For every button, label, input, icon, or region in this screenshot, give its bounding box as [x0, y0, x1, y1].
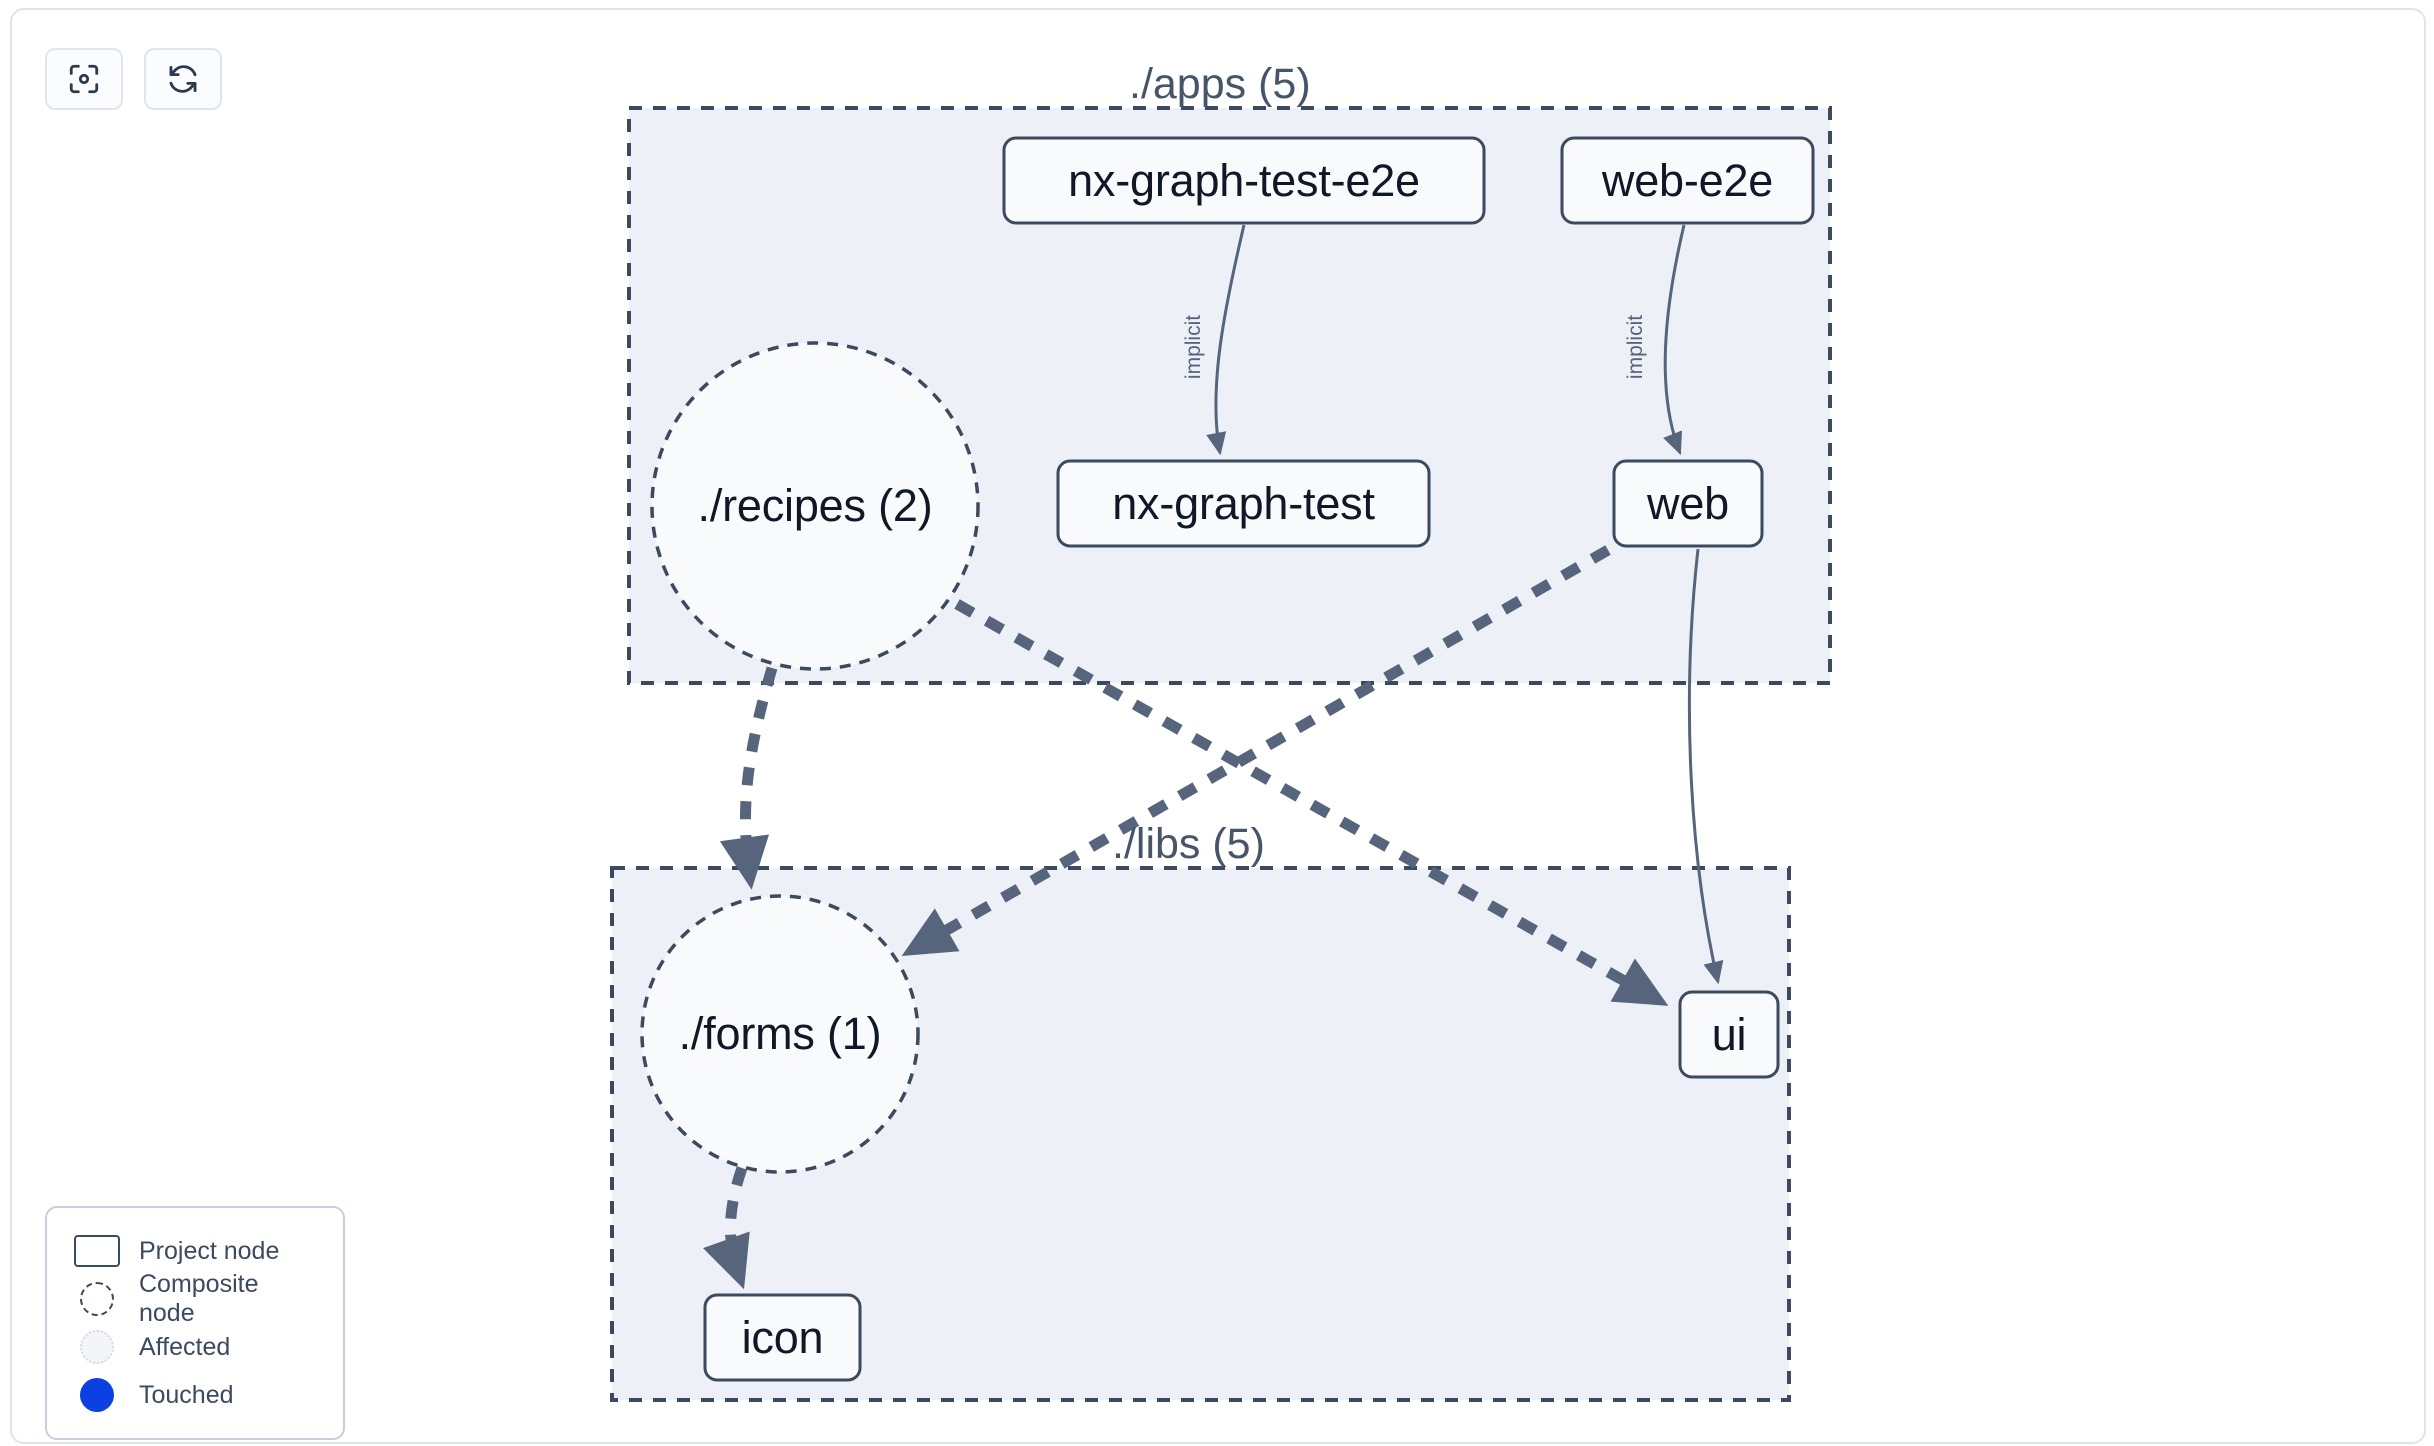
node-nx-graph-test[interactable]: [1056, 459, 1431, 548]
legend-item-affected: Affected: [69, 1323, 321, 1371]
edge-forms-to-icon[interactable]: [703, 1166, 750, 1290]
node-icon[interactable]: [703, 1293, 862, 1382]
focus-graph-button[interactable]: [45, 48, 123, 110]
project-node-icon: [69, 1235, 125, 1267]
edge-web-to-ui[interactable]: [1687, 548, 1724, 985]
legend-item-touched: Touched: [69, 1371, 321, 1419]
touched-node-icon: [69, 1378, 125, 1412]
legend-item-project-node: Project node: [69, 1227, 321, 1275]
legend-label-affected: Affected: [139, 1332, 231, 1361]
legend-label-project-node: Project node: [139, 1236, 280, 1265]
graph-toolbar: [45, 48, 222, 110]
legend-label-composite-node: Composite node: [139, 1270, 259, 1327]
edge-web-e2e-to-web[interactable]: [1663, 224, 1686, 456]
node-ui[interactable]: [1678, 990, 1780, 1079]
graph-canvas-panel[interactable]: ./apps (5) ./libs (5) nx-graph-test-e2e …: [10, 8, 2426, 1444]
graph-svg-layer[interactable]: [12, 10, 2426, 1444]
node-nx-graph-test-e2e[interactable]: [1002, 136, 1486, 225]
node-web[interactable]: [1612, 459, 1764, 548]
node-web-e2e[interactable]: [1560, 136, 1815, 225]
affected-node-icon: [69, 1330, 125, 1364]
graph-legend: Project node Composite node Affected Tou…: [45, 1206, 345, 1440]
focus-target-icon: [67, 62, 101, 96]
refresh-graph-button[interactable]: [144, 48, 222, 110]
edge-nx-graph-test-e2e-to-nx-graph-test[interactable]: [1206, 224, 1246, 456]
legend-label-touched: Touched: [139, 1380, 234, 1409]
edge-recipes-to-forms[interactable]: [719, 666, 778, 890]
legend-item-composite-node: Composite node: [69, 1270, 321, 1327]
node-forms-composite[interactable]: [640, 894, 920, 1174]
composite-node-icon: [69, 1282, 125, 1316]
refresh-icon: [166, 62, 200, 96]
node-recipes-composite[interactable]: [650, 341, 980, 671]
